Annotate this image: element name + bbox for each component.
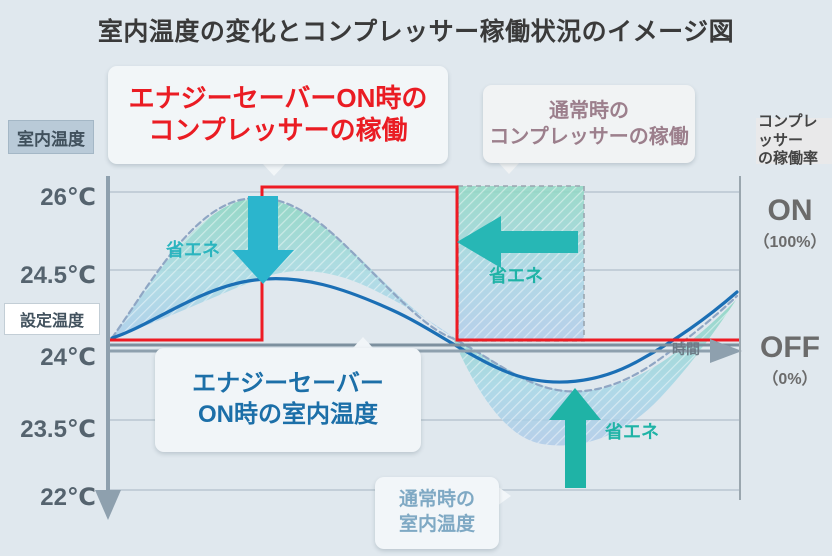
compressor-state-off-value: OFF <box>760 331 820 364</box>
arrow-left-savings <box>457 216 578 268</box>
callout-tail-normal-room-temp <box>497 486 511 506</box>
compressor-state-off-percent: （0%） <box>762 371 818 388</box>
right-axis-header-line2: の稼働率 <box>758 150 819 168</box>
callout-energy-saver-room-temp-line2: ON時の室内温度 <box>198 401 378 428</box>
callout-normal-compressor-line1: 通常時の <box>549 100 629 122</box>
page-title: 室内温度の変化とコンプレッサー稼働状況のイメージ図 <box>97 18 735 46</box>
set-temperature-badge: 設定温度 <box>4 303 100 335</box>
callout-normal-compressor-line2: コンプレッサーの稼働 <box>489 126 689 148</box>
savings-label-lower: 省エネ <box>605 422 659 442</box>
arrow-down-savings <box>232 196 294 284</box>
savings-label-compressor: 省エネ <box>489 266 543 286</box>
callout-normal-room-temp: 通常時の 室内温度 <box>375 477 499 549</box>
compressor-state-off: OFF （0%） <box>748 333 832 389</box>
savings-fill-lower-hatch <box>452 300 736 446</box>
compressor-savings-box-hatch <box>458 186 584 341</box>
arrow-up-savings <box>549 388 601 488</box>
savings-fill-upper-hatch <box>112 198 452 338</box>
callout-normal-compressor: 通常時の コンプレッサーの稼働 <box>483 85 695 163</box>
y-axis <box>95 176 121 520</box>
time-axis-label: 時間 <box>672 341 700 357</box>
callout-energy-saver-room-temp: エナジーセーバー ON時の室内温度 <box>155 348 421 452</box>
callout-energy-saver-compressor-line1: エナジーセーバーON時の <box>128 83 428 114</box>
curve-compressor-energy-saver <box>110 185 740 342</box>
curve-normal-room-temp <box>110 196 739 393</box>
callout-tail-normal-compressor <box>498 162 520 174</box>
compressor-state-on-percent: （100%） <box>753 234 827 251</box>
callout-energy-saver-room-temp-line1: エナジーセーバー <box>192 370 384 398</box>
right-axis-header-badge: コンプレッサー の稼働率 <box>756 113 832 167</box>
right-axis-header-line1: コンプレッサー <box>758 112 818 149</box>
compressor-state-on-value: ON <box>767 194 813 227</box>
callout-normal-room-temp-line1: 通常時の <box>398 489 475 511</box>
callout-tail-energy-saver-room-temp <box>352 337 374 349</box>
callout-energy-saver-compressor: エナジーセーバーON時の コンプレッサーの稼働 <box>108 66 448 164</box>
compressor-state-on: ON （100%） <box>748 196 832 252</box>
callout-normal-room-temp-line2: 室内温度 <box>398 514 475 535</box>
curve-energy-saver-room-temp <box>110 277 739 384</box>
left-axis-header-badge: 室内温度 <box>8 120 94 154</box>
callout-tail-energy-saver-compressor <box>262 163 286 176</box>
savings-label-upper: 省エネ <box>166 240 220 260</box>
callout-energy-saver-compressor-line2: コンプレッサーの稼働 <box>148 115 408 145</box>
